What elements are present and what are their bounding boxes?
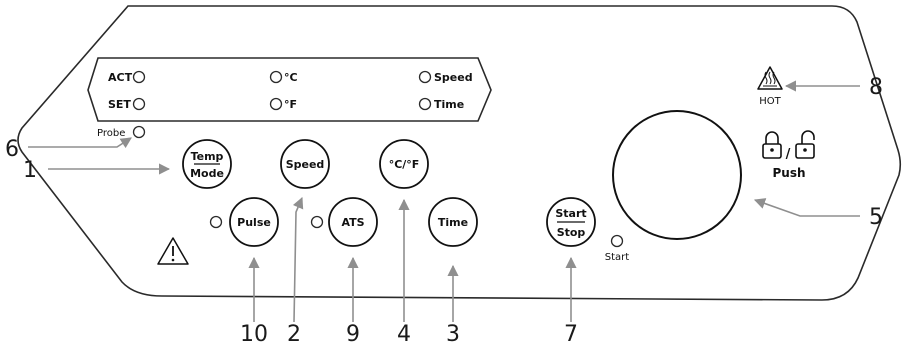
- lock-open-icon: [795, 130, 815, 159]
- callout-1: 1: [23, 158, 37, 183]
- start-stop-bottom-label: Stop: [557, 226, 586, 239]
- leader-2: [292, 196, 304, 323]
- probe-led: [132, 125, 146, 139]
- speed-button-label: Speed: [286, 158, 325, 171]
- celsius-label: °C: [284, 71, 298, 84]
- lock-separator: /: [786, 147, 791, 162]
- callout-8: 8: [869, 75, 883, 100]
- start-led: [610, 234, 624, 248]
- fahrenheit-led: [269, 97, 283, 111]
- act-led: [132, 70, 146, 84]
- push-label: Push: [772, 166, 805, 180]
- callout-10: 10: [240, 322, 268, 344]
- hot-surface-warning-icon: [757, 66, 783, 90]
- panel-outline: [17, 5, 902, 301]
- leader-5: [753, 198, 860, 217]
- lock-closed-icon: [762, 131, 782, 159]
- pulse-button-label: Pulse: [237, 216, 271, 229]
- temp-mode-bottom-label: Mode: [190, 167, 224, 180]
- callout-4: 4: [397, 322, 411, 344]
- pulse-button[interactable]: Pulse: [229, 197, 279, 247]
- set-label: SET: [108, 98, 131, 111]
- control-knob[interactable]: [612, 110, 742, 240]
- temp-mode-top-label: Temp: [191, 150, 224, 163]
- unit-toggle-label: °C/°F: [389, 158, 420, 171]
- time-button[interactable]: Time: [428, 197, 478, 247]
- callout-9: 9: [346, 322, 360, 344]
- act-label: ACT: [108, 71, 133, 84]
- callout-7: 7: [564, 322, 578, 344]
- speed-button[interactable]: Speed: [280, 139, 330, 189]
- start-stop-top-label: Start: [555, 207, 586, 220]
- callout-6: 6: [5, 137, 19, 162]
- ats-button[interactable]: ATS: [328, 197, 378, 247]
- pulse-led: [209, 215, 223, 229]
- callout-3: 3: [446, 322, 460, 344]
- time-button-label: Time: [438, 216, 468, 229]
- callout-5: 5: [869, 205, 883, 230]
- celsius-led: [269, 70, 283, 84]
- fahrenheit-label: °F: [284, 98, 297, 111]
- speed-led: [418, 70, 432, 84]
- set-led: [132, 97, 146, 111]
- ats-button-label: ATS: [341, 216, 364, 229]
- callout-2: 2: [287, 322, 301, 344]
- warning-icon: [157, 237, 189, 265]
- start-led-label: Start: [605, 252, 630, 263]
- time-display-label: Time: [434, 98, 464, 111]
- probe-label: Probe: [97, 128, 125, 139]
- display-window: [87, 57, 492, 122]
- temp-mode-button[interactable]: Temp Mode: [182, 139, 232, 189]
- ats-led: [310, 215, 324, 229]
- speed-display-label: Speed: [434, 71, 473, 84]
- time-led: [418, 97, 432, 111]
- start-stop-button[interactable]: Start Stop: [546, 197, 596, 247]
- hot-label: HOT: [759, 96, 781, 107]
- leader-lines: [28, 80, 860, 323]
- leader-6: [28, 137, 132, 149]
- unit-toggle-button[interactable]: °C/°F: [379, 139, 429, 189]
